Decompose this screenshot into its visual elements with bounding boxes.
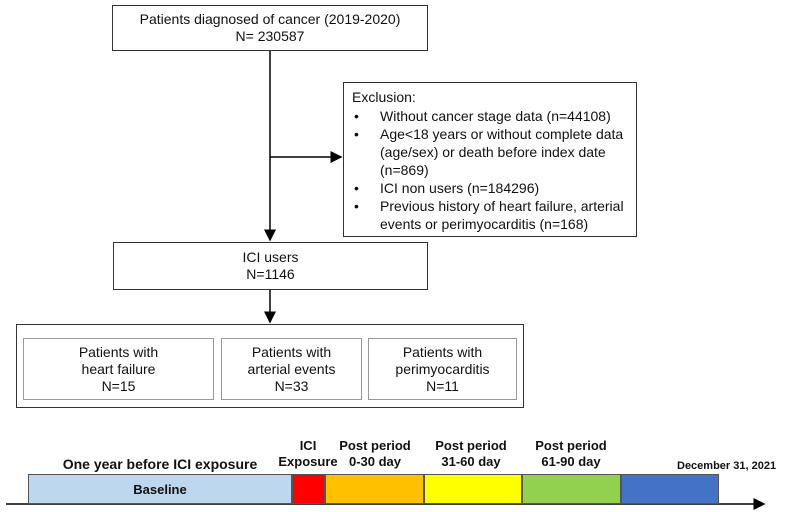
arterial-events-box: Patients with arterial events N=33 xyxy=(221,338,362,400)
bullet-icon: • xyxy=(354,108,359,124)
period-label-line: 0-30 day xyxy=(348,454,402,469)
outcome-count: N=33 xyxy=(274,377,309,394)
bullet-icon: • xyxy=(354,198,359,214)
post-period-3-label: Post period 61-90 day xyxy=(526,438,616,470)
end-date-label: December 31, 2021 xyxy=(677,460,777,472)
exclusion-item-text: events or perimyocarditis (n=168) xyxy=(380,216,589,232)
outcome-line: Patients with xyxy=(402,343,483,360)
exclusion-item-text: (n=869) xyxy=(380,162,429,178)
exclusion-item: • Age<18 years or without complete data … xyxy=(352,125,628,179)
exclusion-item: • Previous history of heart failure, art… xyxy=(352,197,628,233)
period-label-line: Post period xyxy=(535,438,607,453)
outcome-line: Patients with xyxy=(78,343,159,360)
post-period-3-segment xyxy=(522,474,621,504)
outcome-line: heart failure xyxy=(81,360,156,377)
post-period-2-label: Post period 31-60 day xyxy=(426,438,516,470)
post-period-1-label: Post period 0-30 day xyxy=(330,438,420,470)
bullet-icon: • xyxy=(354,126,359,142)
heart-failure-box: Patients with heart failure N=15 xyxy=(23,338,214,400)
outcome-line: perimyocarditis xyxy=(395,360,490,377)
period-label-line: Post period xyxy=(435,438,507,453)
cancer-patients-count: N= 230587 xyxy=(235,28,305,44)
ici-users-box: ICI users N=1146 xyxy=(113,242,428,290)
cancer-patients-title: Patients diagnosed of cancer (2019-2020) xyxy=(139,11,401,27)
period-label-line: 31-60 day xyxy=(441,454,501,469)
ici-exposure-label: ICI Exposure xyxy=(272,438,344,470)
exclusion-box: Exclusion: • Without cancer stage data (… xyxy=(343,82,637,237)
ici-label-line: Exposure xyxy=(278,454,338,469)
exclusion-item: • ICI non users (n=184296) xyxy=(352,179,628,197)
exclusion-item: • Without cancer stage data (n=44108) xyxy=(352,107,628,125)
post-period-1-segment xyxy=(325,474,424,504)
ici-users-title: ICI users xyxy=(242,249,299,265)
outcome-line: Patients with xyxy=(251,343,332,360)
ici-users-count: N=1146 xyxy=(246,266,295,282)
exclusion-item-text: Without cancer stage data (n=44108) xyxy=(380,108,611,124)
ici-exposure-segment xyxy=(292,474,325,504)
exclusion-item-text: (age/sex) or death before index date xyxy=(380,144,606,160)
baseline-segment: Baseline xyxy=(28,474,292,504)
period-label-line: 61-90 day xyxy=(541,454,601,469)
post-period-2-segment xyxy=(424,474,522,504)
outcome-count: N=15 xyxy=(101,377,136,394)
ici-label-line: ICI xyxy=(299,438,317,453)
exclusion-title: Exclusion: xyxy=(352,89,416,105)
exclusion-item-text: ICI non users (n=184296) xyxy=(380,180,540,196)
exclusion-item-text: Age<18 years or without complete data xyxy=(380,126,624,142)
exclusion-list: • Without cancer stage data (n=44108) • … xyxy=(352,107,628,233)
bullet-icon: • xyxy=(354,180,359,196)
perimyocarditis-box: Patients with perimyocarditis N=11 xyxy=(368,338,517,400)
outcome-count: N=11 xyxy=(426,377,459,394)
cancer-patients-box: Patients diagnosed of cancer (2019-2020)… xyxy=(112,5,428,51)
one-year-label: One year before ICI exposure xyxy=(62,456,258,472)
post-period-4-segment xyxy=(621,474,719,504)
baseline-label: Baseline xyxy=(133,481,187,497)
exclusion-item-text: Previous history of heart failure, arter… xyxy=(380,198,624,214)
outcome-line: arterial events xyxy=(247,360,336,377)
period-label-line: Post period xyxy=(339,438,411,453)
